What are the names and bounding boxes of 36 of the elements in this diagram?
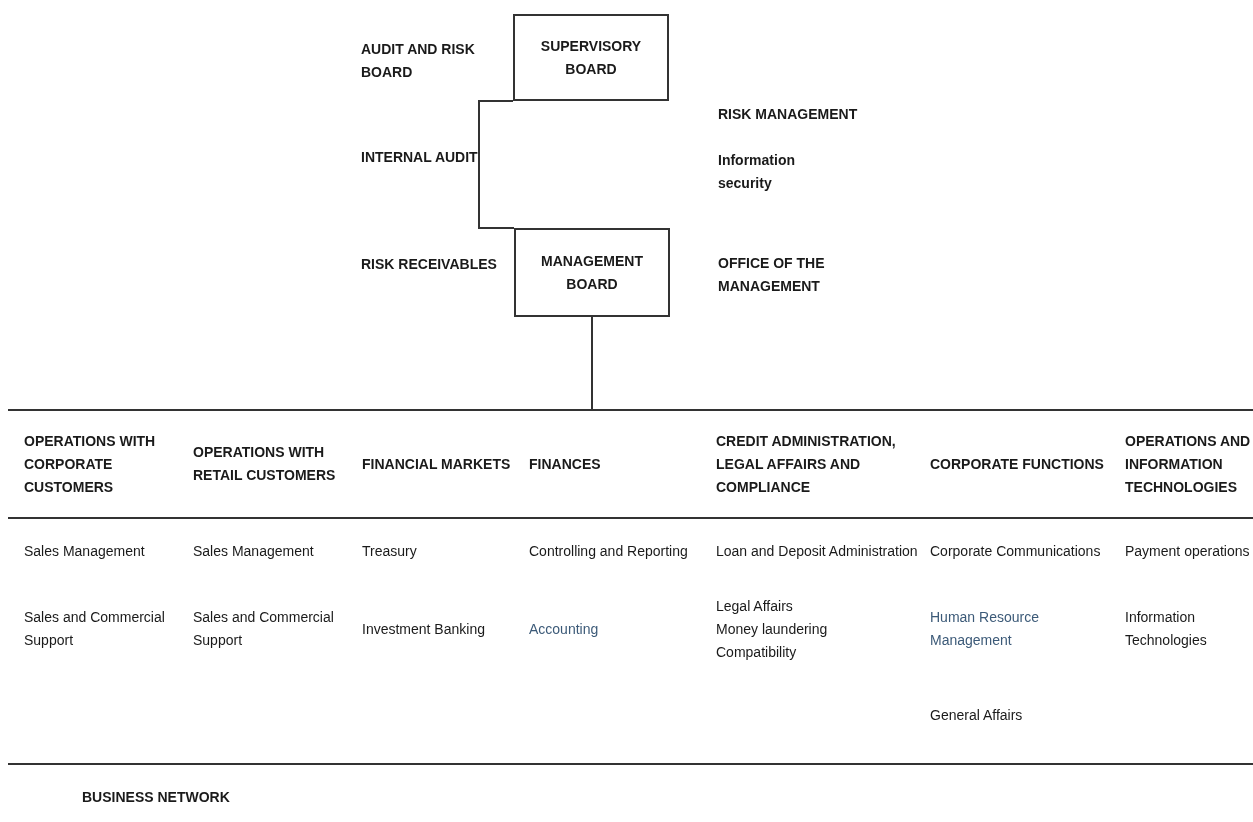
unit-label: Corporate Communications xyxy=(930,541,1102,561)
unit-label: Controlling and Reporting xyxy=(529,541,689,561)
connector-line xyxy=(591,316,593,410)
column-heading: FINANCIAL MARKETS xyxy=(362,454,512,474)
unit-label: Human Resource Management xyxy=(930,608,1040,650)
unit-label: Sales and Commercial Support xyxy=(24,608,166,650)
side-label: Information security xyxy=(718,151,796,193)
org-box: SUPERVISORY BOARD xyxy=(513,14,669,101)
unit-label: Legal Affairs xyxy=(716,596,794,616)
side-label: RISK MANAGEMENT xyxy=(718,105,859,124)
unit-label: Payment operations xyxy=(1125,541,1251,561)
unit-label: Investment Banking xyxy=(362,619,486,639)
column-heading: CORPORATE FUNCTIONS xyxy=(930,454,1105,474)
column-heading: FINANCES xyxy=(529,454,602,474)
side-label: AUDIT AND RISK BOARD xyxy=(361,40,476,82)
side-label: OFFICE OF THE MANAGEMENT xyxy=(718,254,826,296)
horizontal-rule xyxy=(8,409,1253,411)
unit-label: Sales Management xyxy=(193,541,315,561)
unit-label: Loan and Deposit Administration xyxy=(716,541,919,561)
unit-label: Sales and Commercial Support xyxy=(193,608,335,650)
unit-label: Compatibility xyxy=(716,642,798,662)
side-label: RISK RECEIVABLES xyxy=(361,255,498,274)
unit-label: General Affairs xyxy=(930,705,1024,725)
column-heading: CREDIT ADMINISTRATION, LEGAL AFFAIRS AND COMPLIANCE xyxy=(716,431,897,497)
unit-label: Money laundering xyxy=(716,619,829,639)
unit-label: Sales Management xyxy=(24,541,146,561)
unit-label: Information Technologies xyxy=(1125,608,1208,650)
column-heading: OPERATIONS WITH CORPORATE CUSTOMERS xyxy=(24,431,157,497)
unit-label: Accounting xyxy=(529,619,600,639)
side-label: INTERNAL AUDIT xyxy=(361,148,479,167)
org-box: MANAGEMENT BOARD xyxy=(514,228,670,317)
column-heading: OPERATIONS AND INFORMATION TECHNOLOGIES xyxy=(1125,431,1252,497)
connector-line xyxy=(478,100,515,229)
section-heading: BUSINESS NETWORK xyxy=(82,788,231,807)
unit-label: Treasury xyxy=(362,541,418,561)
column-heading: OPERATIONS WITH RETAIL CUSTOMERS xyxy=(193,443,337,485)
